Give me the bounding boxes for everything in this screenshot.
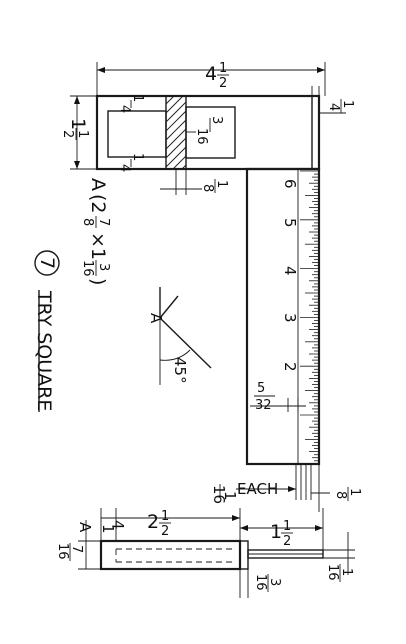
part-number: 7	[36, 257, 58, 269]
blade	[245, 167, 321, 466]
end-view-slot-den: 16	[253, 574, 268, 591]
slot-width-dimension: 1 8	[160, 169, 229, 195]
end-view-tip-num: 1	[339, 568, 354, 576]
end-view-quarter-num: 1	[99, 524, 117, 534]
scale-number-6: 6	[281, 179, 299, 189]
slot-width-den: 8	[200, 184, 215, 192]
end-view-blade-dimension: 1 1 2	[240, 508, 324, 550]
end-view-tip-dimension: 1 16	[323, 532, 355, 582]
end-view-height-num: 7	[69, 545, 84, 553]
tick-spacing-dimension: 5 32	[250, 381, 306, 413]
end-view-blade-den: 2	[283, 534, 291, 549]
web-hatch	[165, 95, 187, 170]
handle-height-dimension: 1 1 2	[60, 95, 97, 170]
overall-length-den: 2	[219, 76, 227, 91]
end-view-slot-dimension: 3 16	[239, 569, 282, 598]
scale-number-3: 3	[281, 313, 299, 323]
handle-height-whole: 1	[67, 118, 89, 130]
each-fraction-den: 16	[210, 485, 228, 504]
handle-stock	[95, 94, 321, 171]
lower-wall-den: 4	[117, 164, 132, 172]
scale-numbers: 6 5 4 3 2	[281, 179, 299, 372]
end-view-length-num: 1	[161, 509, 169, 524]
callout-a: A (2 7 8 ×1 3 16 )	[80, 178, 111, 285]
blade-thickness-den: 4	[326, 103, 341, 111]
handle-height-den: 2	[60, 130, 75, 138]
overall-length-whole: 4	[205, 63, 217, 85]
end-view-height-den: 16	[55, 543, 70, 560]
scale-number-4: 4	[281, 266, 299, 276]
part-title: TRY SQUARE	[33, 290, 55, 412]
callout-a-w-num: 7	[96, 218, 111, 226]
callout-a-w-den: 8	[80, 218, 95, 226]
each-dimension: 1 16 EACH 1 8	[210, 464, 362, 512]
web-num: 3	[209, 116, 224, 124]
overall-length-dimension: 4 1 2	[96, 61, 326, 96]
each-label: EACH	[237, 480, 278, 498]
callout-a-open: (2	[87, 194, 109, 214]
end-view-quarter-den: 4	[109, 520, 127, 530]
callout-a-x: ×1	[87, 232, 109, 260]
blade-thickness-num: 1	[340, 100, 355, 108]
end-view-a: A	[76, 522, 94, 533]
upper-wall-dimension: 1 4	[117, 94, 147, 113]
part-name: TRY SQUARE	[33, 290, 55, 411]
end-view	[99, 539, 324, 571]
callout-a-h-num: 3	[96, 263, 111, 271]
angle-detail: A 45°	[147, 287, 212, 385]
angle-label: 45°	[171, 357, 189, 384]
upper-wall-num: 1	[130, 94, 145, 102]
blade-thickness-dimension: 1 4	[311, 86, 355, 114]
callout-a-h-den: 16	[80, 260, 95, 277]
tick-spacing-den: 32	[255, 398, 272, 413]
end-view-length-whole: 2	[147, 511, 159, 533]
end-view-blade-num: 1	[283, 519, 291, 534]
angle-letter: A	[147, 313, 165, 324]
blade-edge-num: 1	[347, 488, 362, 496]
lower-wall-dimension: 1 4	[117, 153, 147, 172]
upper-wall-den: 4	[117, 105, 132, 113]
each-fraction-num: 1	[221, 491, 239, 501]
callout-a-letter: A	[87, 178, 109, 191]
callout-a-close: )	[87, 278, 109, 285]
end-view-length-den: 2	[161, 524, 169, 539]
end-view-blade-whole: 1	[270, 521, 282, 543]
end-view-tip-den: 16	[325, 564, 340, 581]
part-number-badge: 7	[34, 250, 60, 276]
end-view-height-dimension: A 7 16	[55, 520, 101, 570]
lower-wall-num: 1	[130, 153, 145, 161]
scale-number-5: 5	[281, 218, 299, 228]
handle-height-num: 1	[75, 130, 90, 138]
slot-width-num: 1	[214, 180, 229, 188]
tick-spacing-num: 5	[257, 381, 265, 396]
end-view-slot-num: 3	[267, 578, 282, 586]
overall-length-num: 1	[219, 61, 227, 76]
blade-edge-den: 8	[333, 491, 348, 499]
blade-ruler	[300, 170, 319, 462]
end-view-length-dimension: 2 1 2 1 4	[99, 508, 241, 541]
web-dimension: 3 16	[186, 116, 224, 145]
web-den: 16	[194, 128, 209, 145]
scale-number-2: 2	[281, 362, 299, 372]
